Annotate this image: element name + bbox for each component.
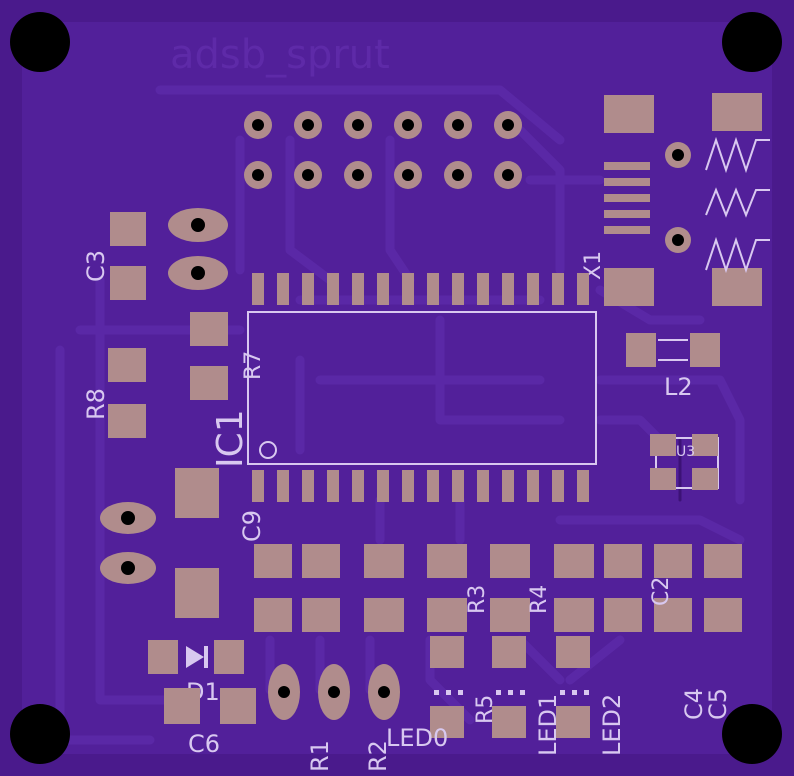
- r2-label: R2: [364, 740, 392, 772]
- board-title: adsb_sprut: [170, 32, 390, 78]
- r1-label: R1: [306, 740, 334, 772]
- c4-label: C4: [680, 688, 708, 720]
- passive-pads-top-row: [254, 544, 742, 578]
- d1-component: [148, 640, 244, 674]
- c6-component: [164, 688, 256, 724]
- c9-label: C9: [238, 510, 266, 542]
- c6-label: C6: [188, 730, 220, 758]
- mounting-holes: [10, 12, 782, 764]
- ic1-chip: [247, 273, 597, 502]
- led2-label: LED2: [598, 694, 626, 756]
- mounting-hole-icon: [722, 12, 782, 72]
- c2-label: C2: [649, 577, 674, 606]
- pin-header: [244, 111, 522, 189]
- ic1-label: IC1: [210, 409, 251, 468]
- r8-label: R8: [82, 388, 110, 420]
- l2-component: [626, 333, 720, 367]
- usb-connector-icon: [604, 93, 770, 306]
- c9-component: [100, 468, 219, 618]
- mounting-hole-icon: [722, 704, 782, 764]
- r3-label: R3: [465, 585, 490, 614]
- c5-label: C5: [704, 688, 732, 720]
- r4-label: R4: [527, 585, 552, 614]
- u3-component: [650, 434, 719, 490]
- passive-pads-bottom-row: [254, 598, 742, 632]
- r5-label: R5: [473, 695, 498, 724]
- c3-label: C3: [82, 250, 110, 282]
- mounting-hole-icon: [10, 12, 70, 72]
- u3-label: U3: [676, 444, 695, 460]
- r1-r2-pads: [268, 664, 400, 720]
- r8-component: [108, 348, 146, 438]
- led-polarity-marks: [434, 690, 589, 695]
- l2-label: L2: [664, 373, 693, 401]
- c3-component: [110, 208, 228, 300]
- led-pads: [430, 636, 590, 738]
- r7-label: R7: [241, 351, 266, 380]
- led1-label: LED1: [534, 694, 562, 756]
- led0-label: LED0: [386, 724, 448, 752]
- mounting-hole-icon: [10, 704, 70, 764]
- r7-component: [190, 312, 228, 400]
- diode-icon: [186, 646, 204, 668]
